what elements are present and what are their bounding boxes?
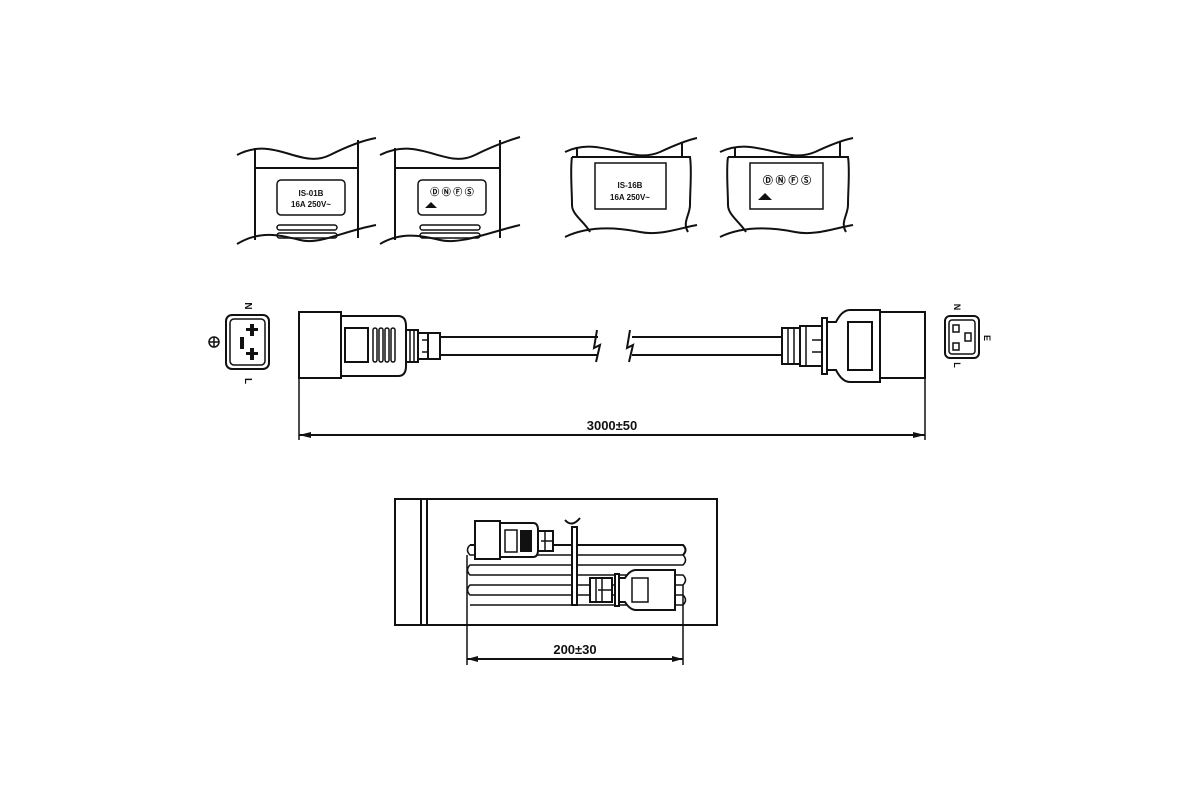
- plug-face-view: N L: [208, 302, 270, 384]
- packaged-length-text: 200±30: [553, 642, 596, 657]
- cable: [440, 329, 782, 363]
- connector-rating-text: 16A 250V~: [610, 193, 650, 202]
- connector-l-label: L: [952, 362, 962, 368]
- c19-connector: [781, 309, 926, 383]
- c20-plug: [298, 311, 441, 379]
- connector-model-text: IS-16B: [618, 181, 643, 190]
- plug-n-label: N: [242, 302, 253, 309]
- plug-cert-detail: Ⓓ Ⓝ Ⓕ Ⓢ: [379, 136, 521, 245]
- cord-length-text: 3000±50: [587, 418, 638, 433]
- connector-n-label: N: [952, 304, 962, 311]
- plug-marking-detail: IS-01B 16A 250V~: [236, 137, 377, 245]
- connector-marking-detail: IS-16B 16A 250V~: [564, 137, 698, 238]
- plug-cert-marks: Ⓓ Ⓝ Ⓕ Ⓢ: [430, 186, 474, 197]
- plug-rating-text: 16A 250V~: [291, 200, 331, 209]
- connector-cert-marks: Ⓓ Ⓝ Ⓕ Ⓢ: [763, 174, 811, 187]
- connector-cert-detail: Ⓓ Ⓝ Ⓕ Ⓢ: [719, 137, 854, 238]
- packaging-view: 200±30: [394, 498, 718, 665]
- connector-e-label: E: [982, 335, 992, 341]
- connector-face-view: N L E: [944, 304, 992, 368]
- plug-l-label: L: [242, 378, 253, 384]
- cord-length-dimension: 3000±50: [298, 378, 926, 440]
- plug-model-text: IS-01B: [299, 189, 324, 198]
